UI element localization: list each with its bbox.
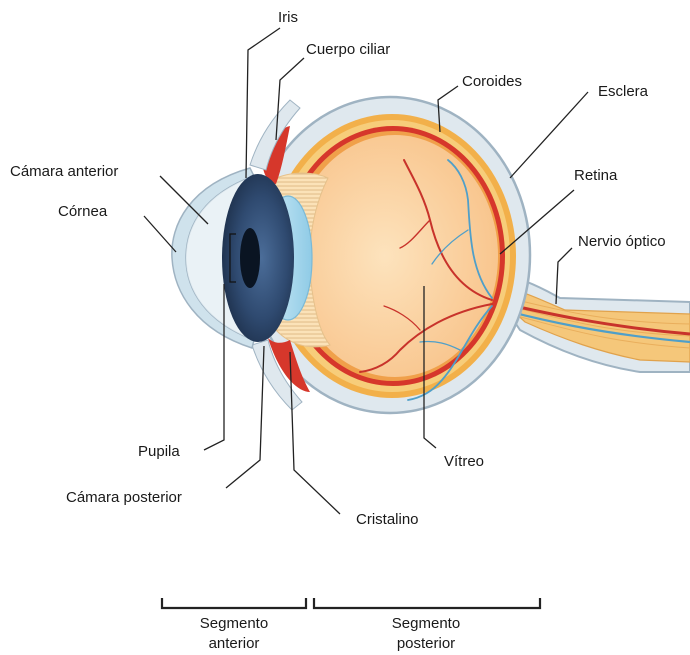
label-cuerpo-ciliar: Cuerpo ciliar <box>306 41 390 58</box>
label-vitreo: Vítreo <box>444 453 484 470</box>
label-iris: Iris <box>278 9 298 26</box>
label-retina: Retina <box>574 167 618 184</box>
label-camara-posterior: Cámara posterior <box>66 489 182 506</box>
segment-anterior-line1: Segmento <box>200 615 268 632</box>
pupil <box>240 228 260 288</box>
leader-esclera <box>510 92 588 178</box>
label-camara-anterior: Cámara anterior <box>10 163 118 180</box>
label-cristalino: Cristalino <box>356 511 419 528</box>
bracket-segmento-posterior <box>314 598 540 608</box>
label-pupila: Pupila <box>138 443 180 460</box>
label-nervio-optico: Nervio óptico <box>578 233 666 250</box>
segment-anterior-line2: anterior <box>209 635 260 652</box>
leader-nervio-optico <box>556 248 572 304</box>
leader-camara-posterior <box>226 346 264 488</box>
segment-posterior-line2: posterior <box>397 635 455 652</box>
leader-cornea <box>144 216 176 252</box>
label-cornea: Córnea <box>58 203 108 220</box>
bracket-segmento-anterior <box>162 598 306 608</box>
label-esclera: Esclera <box>598 83 649 100</box>
label-coroides: Coroides <box>462 73 522 90</box>
segment-posterior-line1: Segmento <box>392 615 460 632</box>
